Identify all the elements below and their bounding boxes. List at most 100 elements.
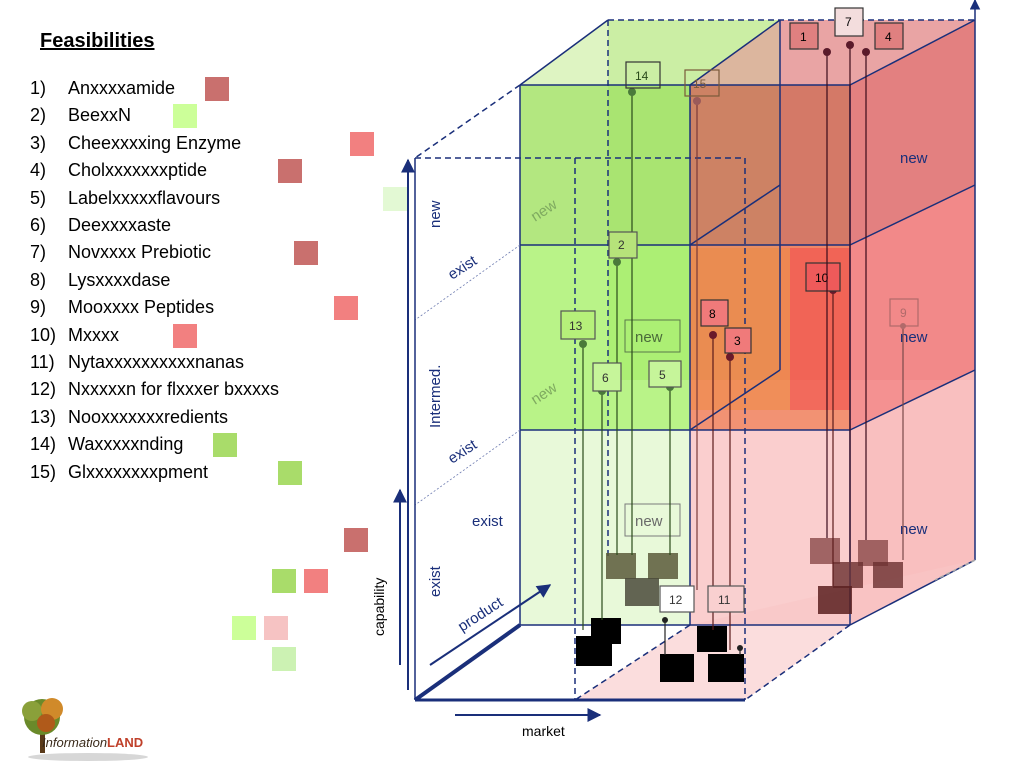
feasibility-number: 7) (30, 242, 47, 263)
feasibility-number: 4) (30, 160, 47, 181)
feasibility-item: 12) Nxxxxxn for flxxxer bxxxxs (30, 379, 279, 400)
feasibility-name: Waxxxxxnding (68, 434, 184, 455)
cell-new-red-low: new (900, 521, 928, 538)
red-side-upper (850, 20, 975, 245)
svg-text:4: 4 (885, 30, 892, 44)
feasibility-item: 4) Cholxxxxxxxptide (30, 160, 207, 181)
svg-text:10: 10 (815, 271, 829, 285)
item-marker-15: 15 (684, 69, 720, 590)
feasibility-swatch (213, 433, 237, 458)
feasibility-item: 6)Deexxxxaste (30, 215, 171, 236)
feasibility-number: 5) (30, 187, 47, 208)
feasibility-name: Glxxxxxxxxpment (68, 461, 209, 482)
level-exist-bottom: exist (427, 565, 444, 597)
svg-text:9: 9 (900, 306, 907, 320)
logo-text: InformationLAND (42, 735, 144, 750)
cell-new-center-low: new (635, 513, 663, 530)
svg-text:6: 6 (602, 371, 609, 385)
cell-new-red-top: new (900, 150, 928, 167)
feasibility-number: 9) (30, 297, 47, 318)
item-marker-1: 1 (789, 22, 831, 538)
feasibility-number: 10) (30, 324, 57, 345)
diagonal-axis (413, 623, 522, 702)
floor-shadows (576, 538, 903, 682)
market-label: market (522, 723, 565, 739)
feasibility-swatch (334, 296, 358, 321)
red-top-face (690, 20, 975, 85)
feasibility-name: Cholxxxxxxxptide (68, 160, 208, 181)
svg-text:11: 11 (718, 593, 731, 607)
feasibility-swatch (294, 241, 318, 266)
feasibility-swatch (173, 323, 197, 348)
legend-swatch (344, 528, 368, 552)
feasibility-item: 14)Waxxxxxnding (30, 434, 183, 455)
legend-swatch (304, 569, 328, 593)
svg-text:8: 8 (709, 307, 716, 321)
feasibility-name: Novxxxx Prebiotic (68, 242, 212, 263)
item-marker-2: 2 (608, 231, 638, 555)
feasibility-name: Anxxxxamide (68, 78, 176, 98)
level-intermed: Intermed. (427, 365, 444, 428)
capability-label: capability (371, 578, 387, 636)
level-new-top: new (427, 200, 444, 228)
feasibility-item: 11)Nytaxxxxxxxxxxnanas (30, 352, 244, 373)
svg-text:5: 5 (659, 368, 666, 382)
feasibility-name: Lysxxxxdase (68, 269, 171, 290)
feasibility-item: 2) BeexxN (30, 105, 131, 126)
feasibility-swatch (278, 159, 302, 184)
level-exist-diag-low: exist (445, 436, 481, 468)
product-axis-arrow (429, 584, 552, 666)
item-marker-10: 10 (805, 262, 841, 586)
feasibility-item: 3)Cheexxxxing Enzyme (30, 133, 241, 154)
feasibility-number: 13) (30, 406, 57, 427)
green-front-low (520, 430, 690, 625)
feasibility-name: Nooxxxxxxxredients (68, 406, 229, 427)
item-marker-13: 13 (560, 310, 596, 630)
svg-text:2: 2 (618, 238, 625, 252)
level-exist-diag-high: exist (445, 252, 481, 284)
feasibility-name: Nxxxxxn for flxxxer bxxxxs (68, 379, 280, 400)
item-marker-12: 12 (659, 585, 695, 655)
cell-new-center-mid: new (635, 329, 663, 346)
feasibility-number: 3) (30, 132, 47, 153)
feasibility-number: 6) (30, 215, 47, 235)
feasibility-item: 7) Novxxxx Prebiotic (30, 242, 211, 263)
feasibility-name: BeexxN (68, 105, 132, 126)
feasibility-swatch (383, 186, 407, 211)
red-front-upper (690, 85, 850, 245)
item-marker-9: 9 (889, 298, 919, 560)
market-exist-label: exist (472, 513, 504, 530)
informationland-logo (18, 695, 168, 763)
feasibility-item: 9) Mooxxxx Peptides (30, 297, 214, 318)
feasibility-item: 5) Labelxxxxxflavours (30, 188, 220, 209)
page-title: Feasibilities (40, 30, 155, 52)
green-front-upper (520, 85, 690, 245)
feasibility-swatch (350, 131, 374, 156)
feasibility-number: 15) (30, 461, 57, 482)
legend-swatch (272, 647, 296, 671)
feasibility-swatch (278, 460, 302, 485)
feasibility-item: 1)Anxxxxamide (30, 78, 175, 99)
green-top-face (520, 20, 780, 85)
svg-text:7: 7 (845, 15, 852, 29)
feasibility-number: 12) (30, 379, 57, 400)
item-marker-14: 14 (625, 61, 661, 555)
legend-swatch (264, 616, 288, 640)
feasibility-number: 2) (30, 105, 47, 126)
cell-new-red-mid: new (900, 329, 928, 346)
feasibility-item: 13) Nooxxxxxxxredients (30, 407, 228, 428)
svg-text:12: 12 (669, 593, 683, 607)
item-marker-5: 5 (648, 360, 682, 555)
item-marker-11: 11 (707, 585, 745, 655)
item-marker-6: 6 (592, 362, 622, 620)
item-marker-7: 7 (834, 7, 864, 562)
red-side-mid (850, 185, 975, 430)
feasibility-name: Mooxxxx Peptides (68, 297, 215, 318)
feasibility-number: 8) (30, 269, 47, 290)
svg-text:3: 3 (734, 334, 741, 348)
feasibility-name: Labelxxxxxflavours (68, 187, 221, 208)
feasibility-item: 15) Glxxxxxxxxpment (30, 462, 208, 483)
item-marker-4: 4 (862, 22, 904, 540)
legend-swatch (272, 569, 296, 593)
